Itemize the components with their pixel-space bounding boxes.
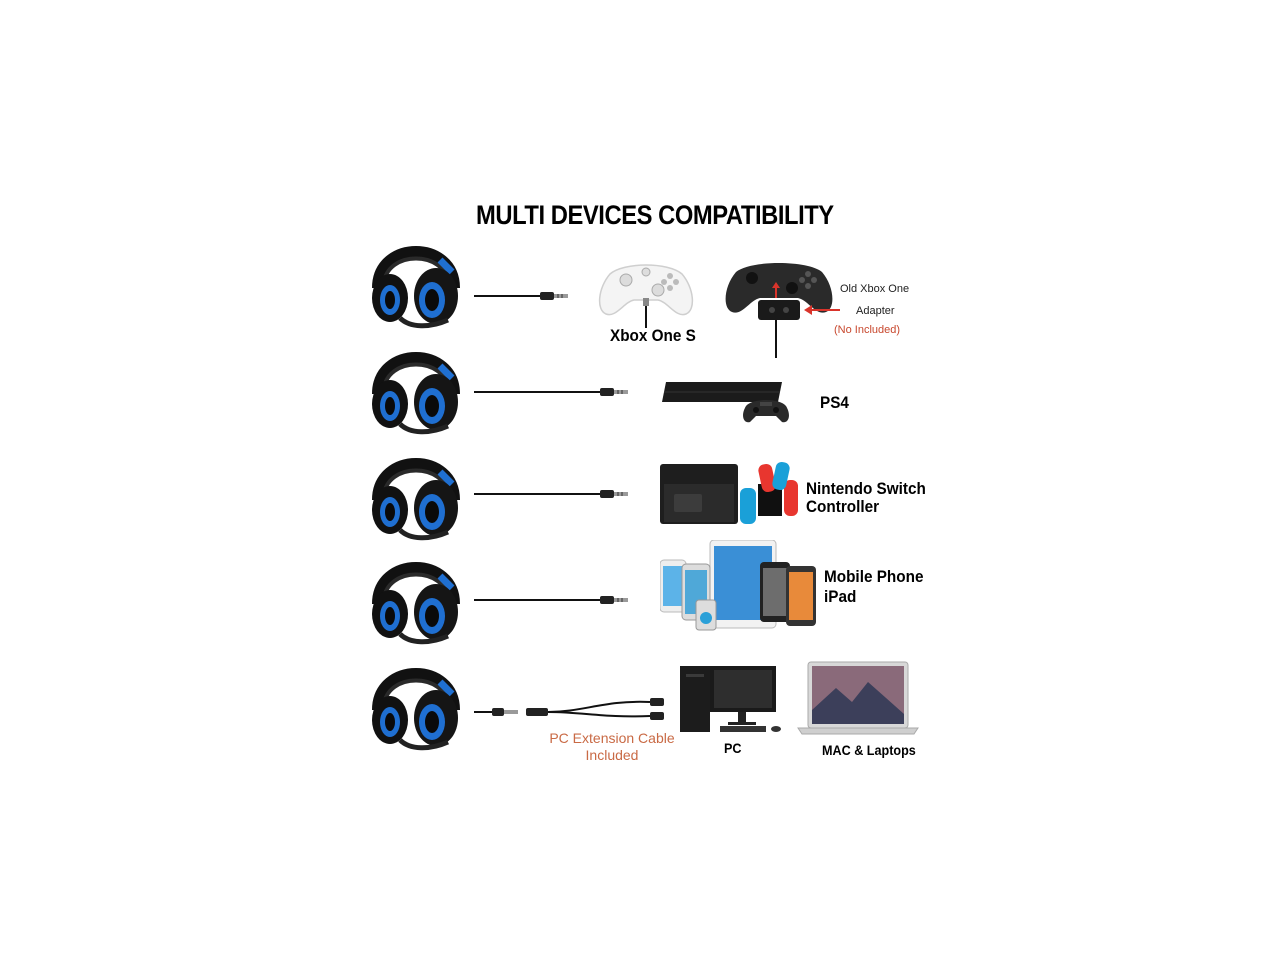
audio-cable-icon — [474, 387, 629, 397]
desktop-pc-icon — [680, 666, 781, 732]
xbox-controller-icon — [598, 264, 694, 328]
audio-cable-icon — [474, 595, 629, 605]
pc-extension-cable-line1: PC Extension Cable — [549, 730, 675, 746]
page-title: MULTI DEVICES COMPATIBILITY — [476, 200, 834, 230]
mobile-phone-label: Mobile Phone — [824, 567, 924, 586]
headset-icon — [370, 650, 462, 754]
audio-cable-icon — [474, 291, 569, 301]
old-xbox-one-label: Old Xbox One — [840, 283, 910, 295]
xbox-one-s-label: Xbox One S — [610, 326, 696, 345]
ps4-console-icon — [662, 382, 789, 423]
audio-cable-icon — [474, 489, 629, 499]
controller-label: Controller — [806, 497, 880, 516]
adapter-label: Adapter — [856, 305, 895, 317]
headset-icon — [370, 228, 462, 332]
pc-extension-cable-note: PC Extension Cable Included — [544, 730, 680, 764]
laptop-icon — [797, 661, 919, 735]
ps4-label: PS4 — [820, 393, 849, 412]
xbox-controller-adapter-icon — [725, 263, 840, 358]
phones-tablet-icon — [660, 540, 816, 631]
nintendo-switch-label: Nintendo Switch — [806, 479, 926, 498]
headset-icon — [370, 334, 462, 438]
splitter-cable-icon — [474, 698, 664, 720]
headset-icon — [370, 544, 462, 648]
no-included-label: (No Included) — [834, 324, 901, 336]
switch-console-icon — [660, 461, 798, 524]
ipad-label: iPad — [824, 587, 857, 606]
headset-icon — [370, 440, 462, 544]
mac-laptops-label: MAC & Laptops — [822, 742, 916, 758]
pc-label: PC — [724, 740, 742, 756]
pc-extension-cable-line2: Included — [585, 747, 639, 763]
